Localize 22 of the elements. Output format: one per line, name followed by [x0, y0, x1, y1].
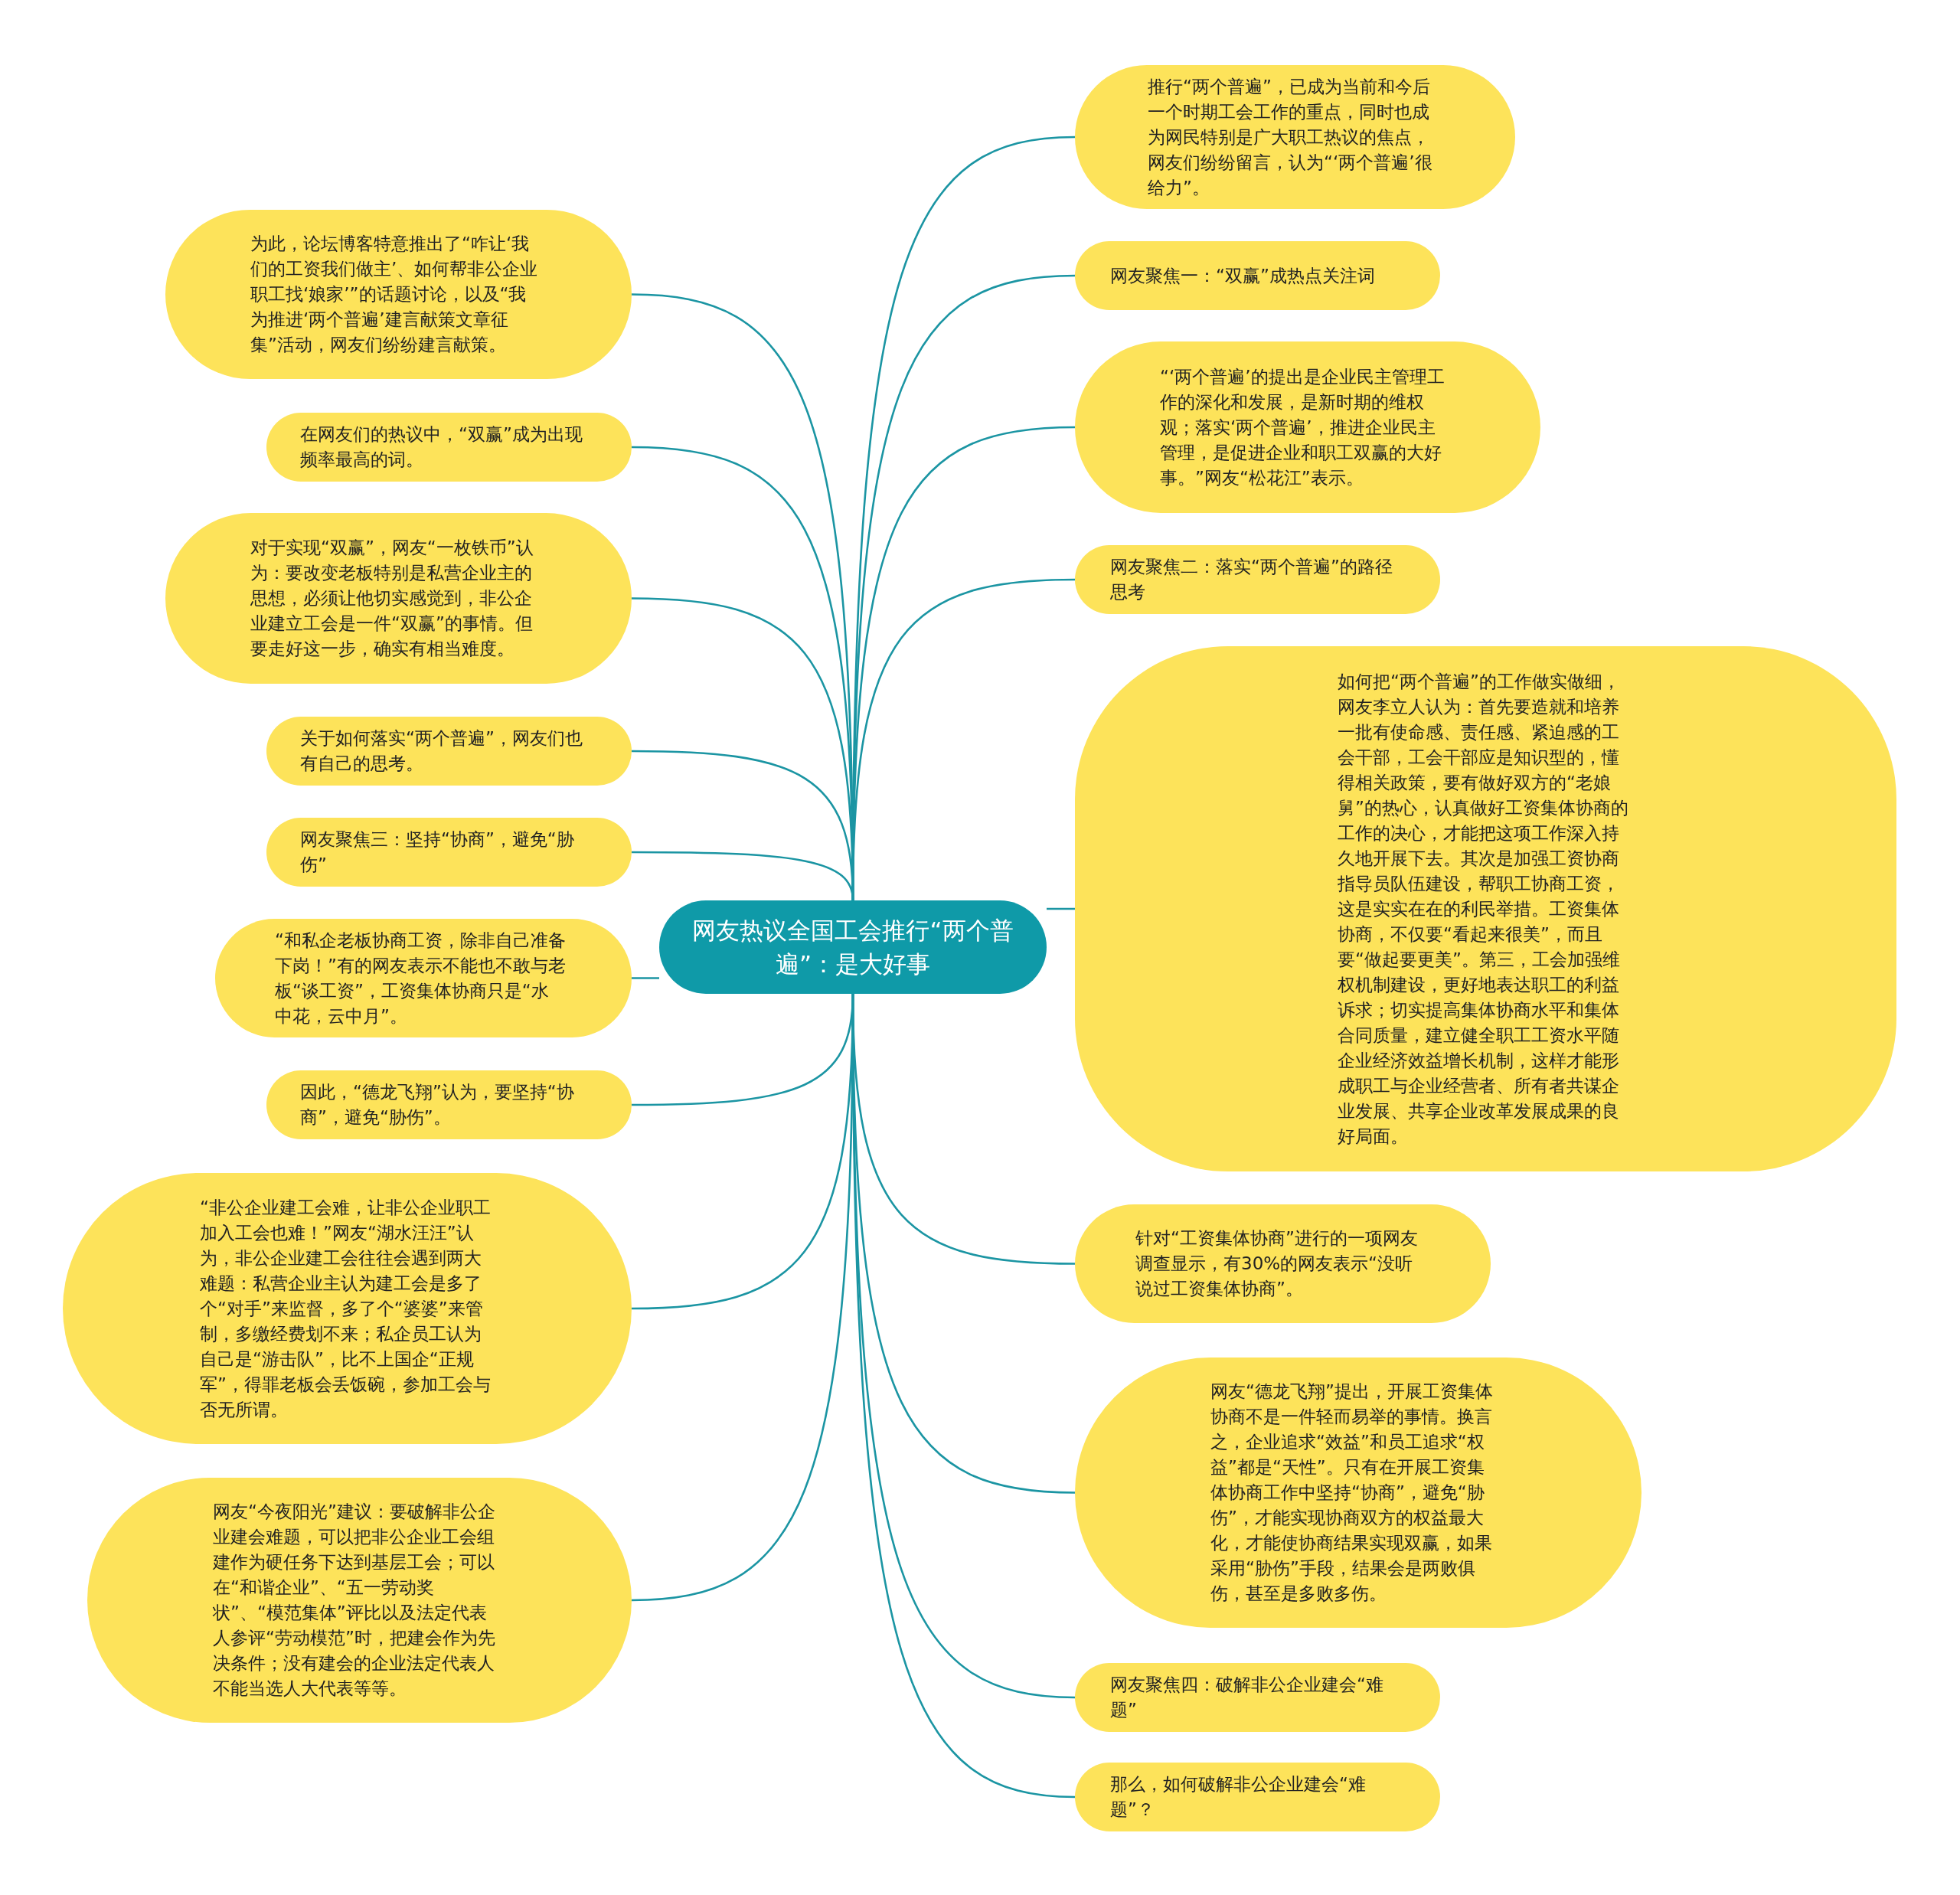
topic-bubble: 那么，如何破解非公企业建会“难题”？ [1075, 1763, 1440, 1831]
connector-line [632, 977, 659, 979]
topic-bubble: “‘两个普遍’的提出是企业民主管理工作的深化和发展，是新时期的维权观；落实‘两个普遍’，推进企业民主管理，是促进企业和职工双赢的大好事。”网友“松花江”表示。 [1075, 341, 1540, 513]
topic-bubble: 在网友们的热议中，“双赢”成为出现频率最高的词。 [266, 413, 632, 482]
connector-line [1047, 907, 1075, 910]
topic-bubble: 为此，论坛博客特意推出了“咋让‘我们的工资我们做主’、如何帮非公企业职工找‘娘家’”的话题讨论，以及“我为推进‘两个普遍’建言献策文章征集”活动，网友们纷纷建言献策。 [165, 210, 632, 379]
topic-bubble: “和私企老板协商工资，除非自己准备下岗！”有的网友表示不能也不敢与老板“谈工资”，工资集体协商只是“水中花，云中月”。 [215, 919, 632, 1037]
connector-line [631, 994, 854, 1602]
topic-bubble: 对于实现“双赢”，网友“一枚铁币”认为：要改变老板特别是私营企业主的思想，必须让他切实感觉到，非公企业建立工会是一件“双赢”的事情。但要走好这一步，确实有相当难度。 [165, 513, 632, 684]
topic-bubble: 关于如何落实“两个普遍”，网友们也有自己的思考。 [266, 717, 632, 786]
topic-bubble: 网友聚焦二：落实“两个普遍”的路径思考 [1075, 545, 1440, 614]
topic-bubble: 网友“德龙飞翔”提出，开展工资集体协商不是一件轻而易举的事情。换言之，企业追求“效益”和员工追求“权益”都是“天性”。只有在开展工资集体协商工作中坚持“协商”，避免“胁伤”，才能实现协商双方的权益最大化，才能使协商结果实现双赢，如果采用“胁伤”手段，结果会是两败俱伤，甚至是多败多伤。 [1075, 1358, 1642, 1628]
topic-bubble: 网友“今夜阳光”建议：要破解非公企业建会难题，可以把非公企业工会组建作为硬任务下达到基层工会；可以在“和谐企业”、“五一劳动奖状”、“模范集体”评比以及法定代表人参评“劳动模范”时，把建会作为先决条件；没有建会的企业法定代表人不能当选人大代表等等。 [87, 1478, 632, 1723]
topic-bubble: 如何把“两个普遍”的工作做实做细，网友李立人认为：首先要造就和培养一批有使命感、责任感、紧迫感的工会干部，工会干部应是知识型的，懂得相关政策，要有做好双方的“老娘舅”的热心，认真做好工资集体协商的工作的决心，才能把这项工作深入持久地开展下去。其次是加强工资协商指导员队伍建设，帮职工协商工资，这是实实在在的利民举措。工资集体协商，不仅要“看起来很美”，而且要“做起要更美”。第三，工会加强维权机制建设，更好地表达职工的利益诉求；切实提高集体协商水平和集体合同质量，建立健全职工工资水平随企业经济效益增长机制，这样才能形成职工与企业经营者、所有者共谋企业发展、共享企业改革发展成果的良好局面。 [1075, 646, 1896, 1171]
topic-bubble: 针对“工资集体协商”进行的一项网友调查显示，有30%的网友表示“没听说过工资集体协商”。 [1075, 1204, 1491, 1323]
topic-bubble: “非公企业建工会难，让非公企业职工加入工会也难！”网友“湖水汪汪”认为，非公企业建工会往往会遇到两大难题：私营企业主认为建工会是多了个“对手”来监督，多了个“婆婆”来管制，多缴经费划不来；私企员工认为自己是“游击队”，比不上国企“正规军”，得罪老板会丢饭碗，参加工会与否无所谓。 [63, 1173, 632, 1444]
topic-bubble: 网友聚焦三：坚持“协商”，避免“胁伤” [266, 818, 632, 887]
topic-bubble: 网友聚焦四：破解非公企业建会“难题” [1075, 1663, 1440, 1732]
topic-bubble: 因此，“德龙飞翔”认为，要坚持“协商”，避免“胁伤”。 [266, 1070, 632, 1139]
central-topic: 网友热议全国工会推行“两个普遍”：是大好事 [659, 900, 1047, 994]
topic-bubble: 推行“两个普遍”，已成为当前和今后一个时期工会工作的重点，同时也成为网民特别是广大职工热议的焦点，网友们纷纷留言，认为“‘两个普遍’很给力”。 [1075, 65, 1515, 209]
topic-bubble: 网友聚焦一：“双赢”成热点关注词 [1075, 241, 1440, 310]
